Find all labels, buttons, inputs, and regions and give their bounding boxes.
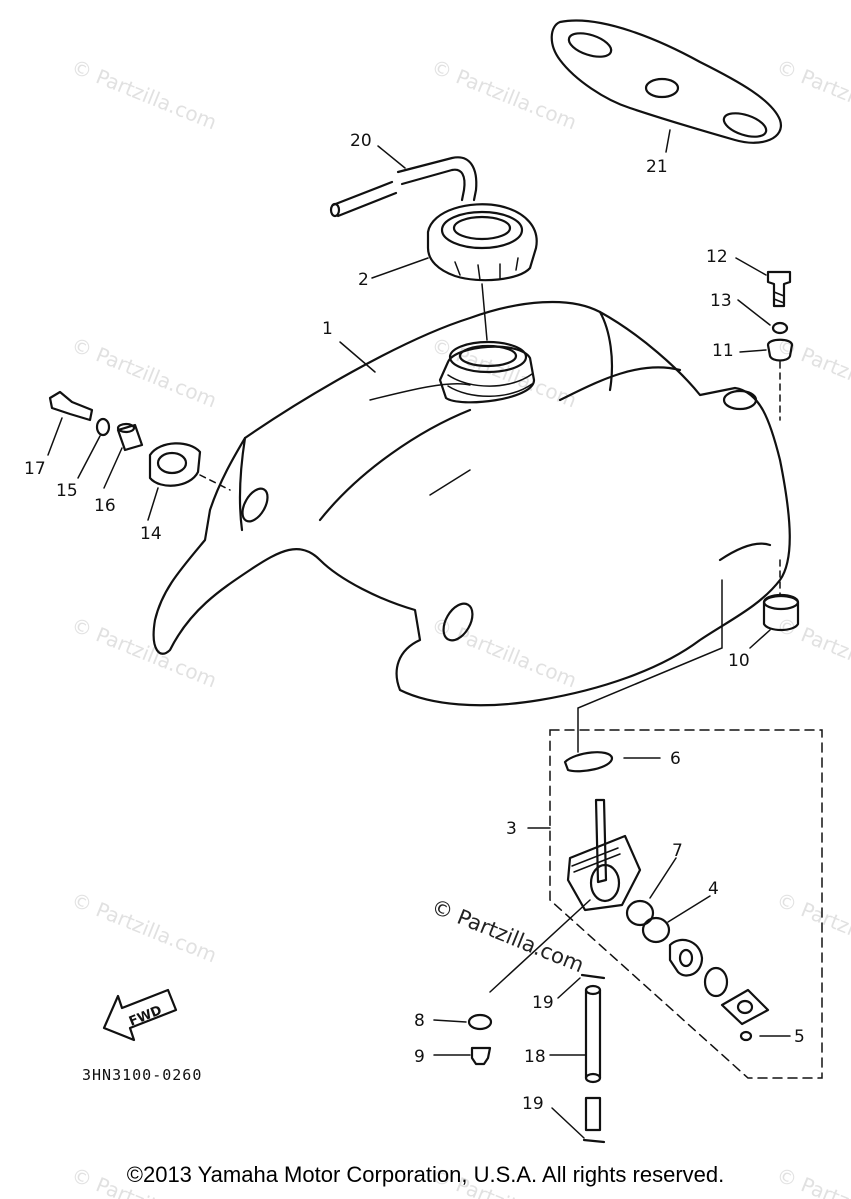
part-oring-7[interactable]	[625, 899, 655, 927]
callout-6: 6	[670, 749, 681, 769]
callout-17: 17	[24, 459, 46, 479]
watermark: © Partzilla.com	[428, 612, 580, 692]
leader-lines	[47, 129, 791, 1139]
part-screw-5[interactable]	[739, 1030, 753, 1042]
callout-18: 18	[524, 1047, 546, 1067]
callout-20: 20	[350, 131, 372, 151]
svg-text:FWD: FWD	[127, 1003, 164, 1030]
copyright-notice: ©2013 Yamaha Motor Corporation, U.S.A. A…	[126, 1162, 725, 1187]
part-fuel-hose-18[interactable]	[584, 984, 602, 1084]
callout-3: 3	[506, 819, 517, 839]
part-fuel-cock-3[interactable]	[566, 798, 642, 912]
part-damper-14[interactable]	[148, 442, 202, 487]
drawing-number: 3HN3100-0260	[82, 1066, 202, 1084]
callout-7: 7	[672, 841, 683, 861]
part-bolt-17[interactable]	[48, 390, 94, 422]
fwd-arrow-icon: FWD	[102, 988, 178, 1042]
watermark: © Partzilla.com	[428, 54, 580, 134]
callout-4: 4	[708, 879, 719, 899]
part-washer-8[interactable]	[467, 1013, 493, 1031]
part-collar-16[interactable]	[116, 422, 144, 452]
part-hose-clip-19-lower[interactable]	[582, 1096, 606, 1144]
callout-13: 13	[710, 291, 732, 311]
part-washer-13[interactable]	[771, 321, 789, 335]
watermark: © Partzilla.com	[773, 332, 851, 412]
callout-9: 9	[414, 1047, 425, 1067]
part-washer-15[interactable]	[95, 417, 111, 437]
watermark: © Partzilla.com	[68, 612, 220, 692]
watermark: © Partzilla.com	[773, 612, 851, 692]
part-collar-11[interactable]	[766, 338, 794, 362]
tank-to-cock-line	[489, 579, 723, 993]
part-fuel-cap[interactable]	[426, 203, 538, 341]
part-damper-10[interactable]	[762, 593, 800, 632]
callout-21: 21	[646, 157, 668, 177]
callout-8: 8	[414, 1011, 425, 1031]
callout-12: 12	[706, 247, 728, 267]
callout-5: 5	[794, 1027, 805, 1047]
part-bolt-12[interactable]	[766, 270, 792, 308]
watermark: © Partzilla.com	[68, 332, 220, 412]
callout-15: 15	[56, 481, 78, 501]
part-oring-4[interactable]	[641, 916, 671, 944]
watermark: © Partzilla.com	[68, 54, 220, 134]
part-breather-hose[interactable]	[329, 156, 478, 218]
part-fuel-tank[interactable]	[152, 300, 791, 707]
watermark: © Partzilla.com	[68, 887, 220, 967]
callout-2: 2	[358, 270, 369, 290]
part-lever[interactable]	[668, 938, 704, 977]
callout-11: 11	[712, 341, 734, 361]
part-oring[interactable]	[703, 966, 729, 998]
callout-19: 19	[532, 993, 554, 1013]
callout-19-lower: 19	[522, 1094, 544, 1114]
callout-16: 16	[94, 496, 116, 516]
center-watermark: © Partzilla.com	[428, 894, 587, 977]
watermark: © Partzilla.com	[773, 887, 851, 967]
callout-1: 1	[322, 319, 333, 339]
mount-guide-line	[199, 474, 231, 491]
watermark: © Partzilla.com	[773, 54, 851, 134]
fuel-cock-assembly-frame	[549, 729, 823, 1079]
part-cover-plate[interactable]	[720, 988, 770, 1026]
part-heat-shield-plate[interactable]	[550, 19, 783, 144]
part-screw-9[interactable]	[470, 1046, 492, 1066]
callout-labels: 20 21 2 12 13 1 11 17 15 16 14 10 6 3 7 …	[24, 131, 805, 1114]
callout-14: 14	[140, 524, 162, 544]
callout-10: 10	[728, 651, 750, 671]
part-hose-clip-19[interactable]	[580, 973, 606, 980]
part-gasket-6[interactable]	[563, 751, 614, 773]
